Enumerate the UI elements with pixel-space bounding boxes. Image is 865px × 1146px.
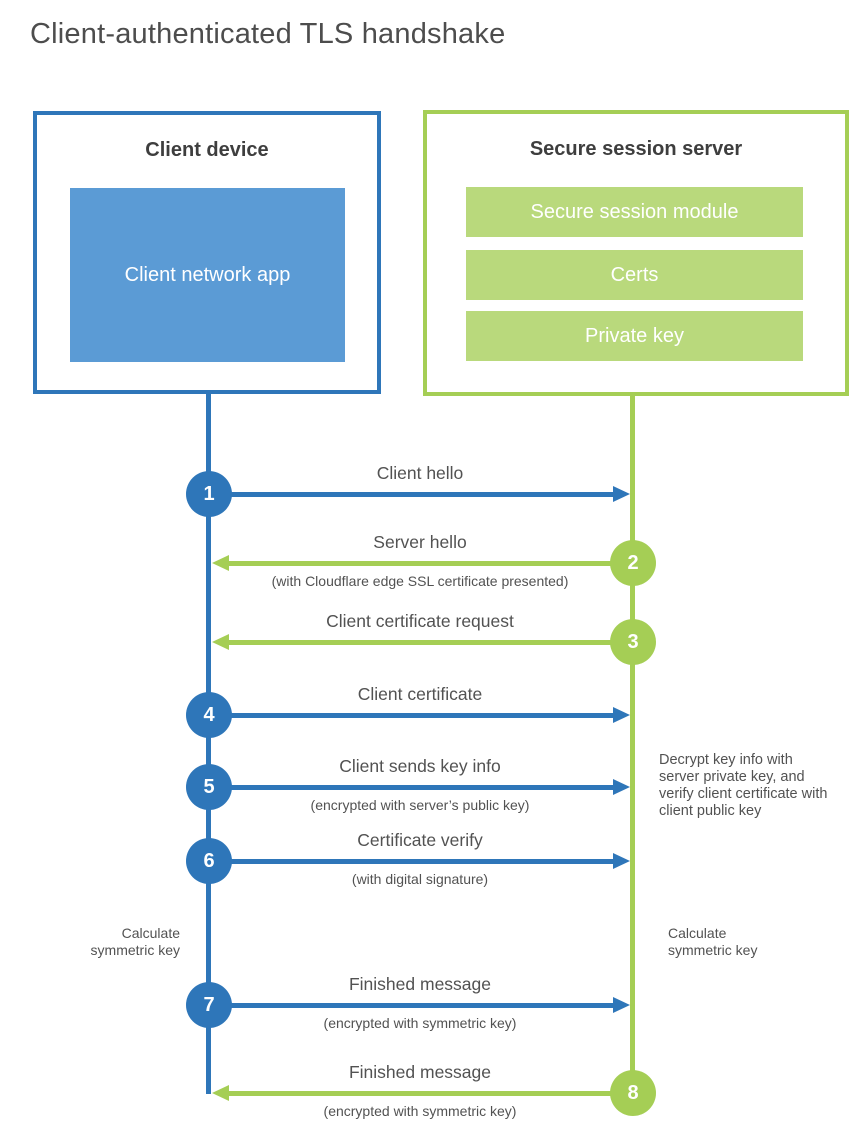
step-8-label: Finished message [348, 1062, 492, 1082]
step-4-arrow-line [209, 713, 613, 718]
step-1-arrowhead-right-icon [613, 486, 630, 502]
step-2-note: (with Cloudflare edge SSL certificate pr… [271, 573, 569, 589]
client-lifeline [206, 394, 211, 1094]
step-6-arrow-line [209, 859, 613, 864]
step-7-note: (encrypted with symmetric key) [323, 1015, 517, 1031]
server-calculate-symmetric-key-note: Calculate symmetric key [668, 925, 758, 958]
client-calculate-symmetric-key-note: Calculate symmetric key [90, 925, 180, 958]
client-device-title: Client device [145, 139, 269, 161]
step-3-label: Client certificate request [326, 611, 514, 631]
server-module-bar-private-key: Private key [466, 311, 803, 361]
step-7-label: Finished message [348, 974, 492, 994]
step-4-circle: 4 [186, 692, 232, 738]
step-3-circle: 3 [610, 619, 656, 665]
step-5-arrowhead-right-icon [613, 779, 630, 795]
step-5-arrow-line [209, 785, 613, 790]
step-2-arrowhead-left-icon [212, 555, 229, 571]
step-6-note: (with digital signature) [351, 871, 489, 887]
step-3-arrowhead-left-icon [212, 634, 229, 650]
page-title: Client-authenticated TLS handshake [30, 18, 506, 50]
server-lifeline [630, 396, 635, 1093]
secure-session-server-title: Secure session server [529, 138, 743, 160]
step-1-circle: 1 [186, 471, 232, 517]
step-3-arrow-line [229, 640, 633, 645]
step-5-label: Client sends key info [339, 756, 501, 776]
step-1-label: Client hello [376, 463, 464, 483]
step-8-arrowhead-left-icon [212, 1085, 229, 1101]
step-4-label: Client certificate [357, 684, 483, 704]
step-8-arrow-line [229, 1091, 633, 1096]
step-2-arrow-line [229, 561, 633, 566]
step-7-arrowhead-right-icon [613, 997, 630, 1013]
step-5-circle: 5 [186, 764, 232, 810]
step-6-label: Certificate verify [357, 830, 483, 850]
step-4-arrowhead-right-icon [613, 707, 630, 723]
client-network-app-box: Client network app [70, 188, 345, 362]
step-5-note: (encrypted with server’s public key) [310, 797, 530, 813]
step-2-circle: 2 [610, 540, 656, 586]
server-decrypt-note: Decrypt key info with server private key… [659, 752, 828, 819]
client-network-app-label: Client network app [124, 263, 291, 286]
server-module-bar-certs: Certs [466, 250, 803, 300]
step-8-circle: 8 [610, 1070, 656, 1116]
step-6-arrowhead-right-icon [613, 853, 630, 869]
step-2-label: Server hello [373, 532, 467, 552]
step-7-circle: 7 [186, 982, 232, 1028]
step-6-circle: 6 [186, 838, 232, 884]
step-1-arrow-line [209, 492, 613, 497]
step-8-note: (encrypted with symmetric key) [323, 1103, 517, 1119]
server-module-bar-secure-session-module: Secure session module [466, 187, 803, 237]
step-7-arrow-line [209, 1003, 613, 1008]
